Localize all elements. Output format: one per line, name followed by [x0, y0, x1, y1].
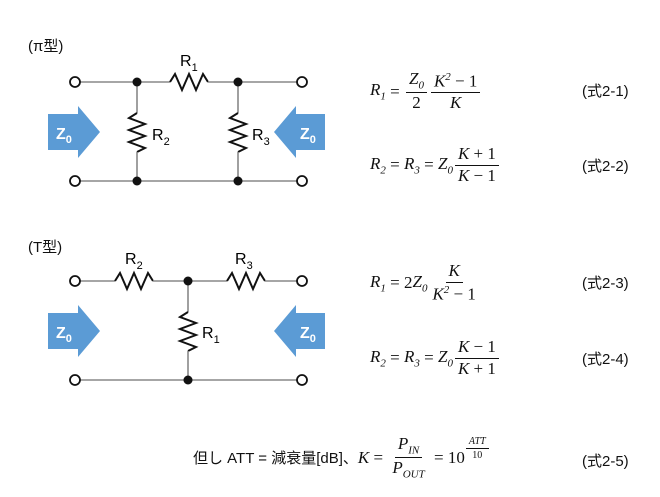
terminal	[69, 76, 81, 88]
junction-dot	[183, 375, 193, 385]
t-r1-label: R1	[202, 325, 220, 346]
pi-r1-label: R1	[180, 53, 198, 74]
terminal	[296, 374, 308, 386]
pi-z0-right-label: Z0	[300, 126, 316, 146]
exponent-numerator: ATT	[465, 436, 489, 450]
output-impedance-arrow-icon	[274, 305, 325, 357]
terminal	[69, 175, 81, 187]
t-z0-right-label: Z0	[300, 325, 316, 345]
pi-r3-label: R3	[252, 127, 270, 148]
pi-resistor-r3	[227, 112, 249, 153]
input-impedance-arrow-icon	[48, 106, 100, 158]
junction-dot	[233, 176, 243, 186]
terminal	[69, 374, 81, 386]
output-impedance-arrow-icon	[274, 106, 325, 158]
pi-r2-label: R2	[152, 127, 170, 148]
pi-z0-left-label: Z0	[56, 126, 72, 146]
t-section-title: (T型)	[28, 239, 63, 256]
equation-number: (式2-1)	[582, 83, 629, 100]
input-impedance-arrow-icon	[48, 305, 100, 357]
t-network: R2 R3 R1 Z0 Z0	[48, 251, 325, 386]
note-text: 但し ATT = 減衰量[dB]、	[193, 450, 358, 468]
junction-dot	[132, 77, 142, 87]
junction-dot	[233, 77, 243, 87]
exponent-denominator: 10	[472, 450, 483, 462]
terminal	[69, 275, 81, 287]
pi-section-title: (π型)	[28, 38, 64, 55]
pi-resistor-r2	[126, 112, 148, 153]
t-resistor-r1	[177, 311, 199, 352]
terminal	[296, 76, 308, 88]
pi-network: R1 R2 R3 Z0 Z0	[48, 53, 325, 187]
junction-dot	[132, 176, 142, 186]
equation-number: (式2-2)	[582, 158, 629, 175]
terminal	[296, 275, 308, 287]
t-z0-left-label: Z0	[56, 325, 72, 345]
t-r2-label: R2	[125, 251, 143, 272]
t-resistor-r2	[114, 270, 154, 292]
terminal	[296, 175, 308, 187]
equation-number: (式2-5)	[582, 453, 629, 470]
t-r3-label: R3	[235, 251, 253, 272]
t-resistor-r3	[226, 270, 266, 292]
equation-number: (式2-3)	[582, 275, 629, 292]
junction-dot	[183, 276, 193, 286]
pi-resistor-r1	[169, 71, 209, 93]
circuit-diagrams: R1 R2 R3 Z0 Z0 R2 R3 R1 Z0	[48, 53, 325, 386]
equation-number: (式2-4)	[582, 351, 629, 368]
